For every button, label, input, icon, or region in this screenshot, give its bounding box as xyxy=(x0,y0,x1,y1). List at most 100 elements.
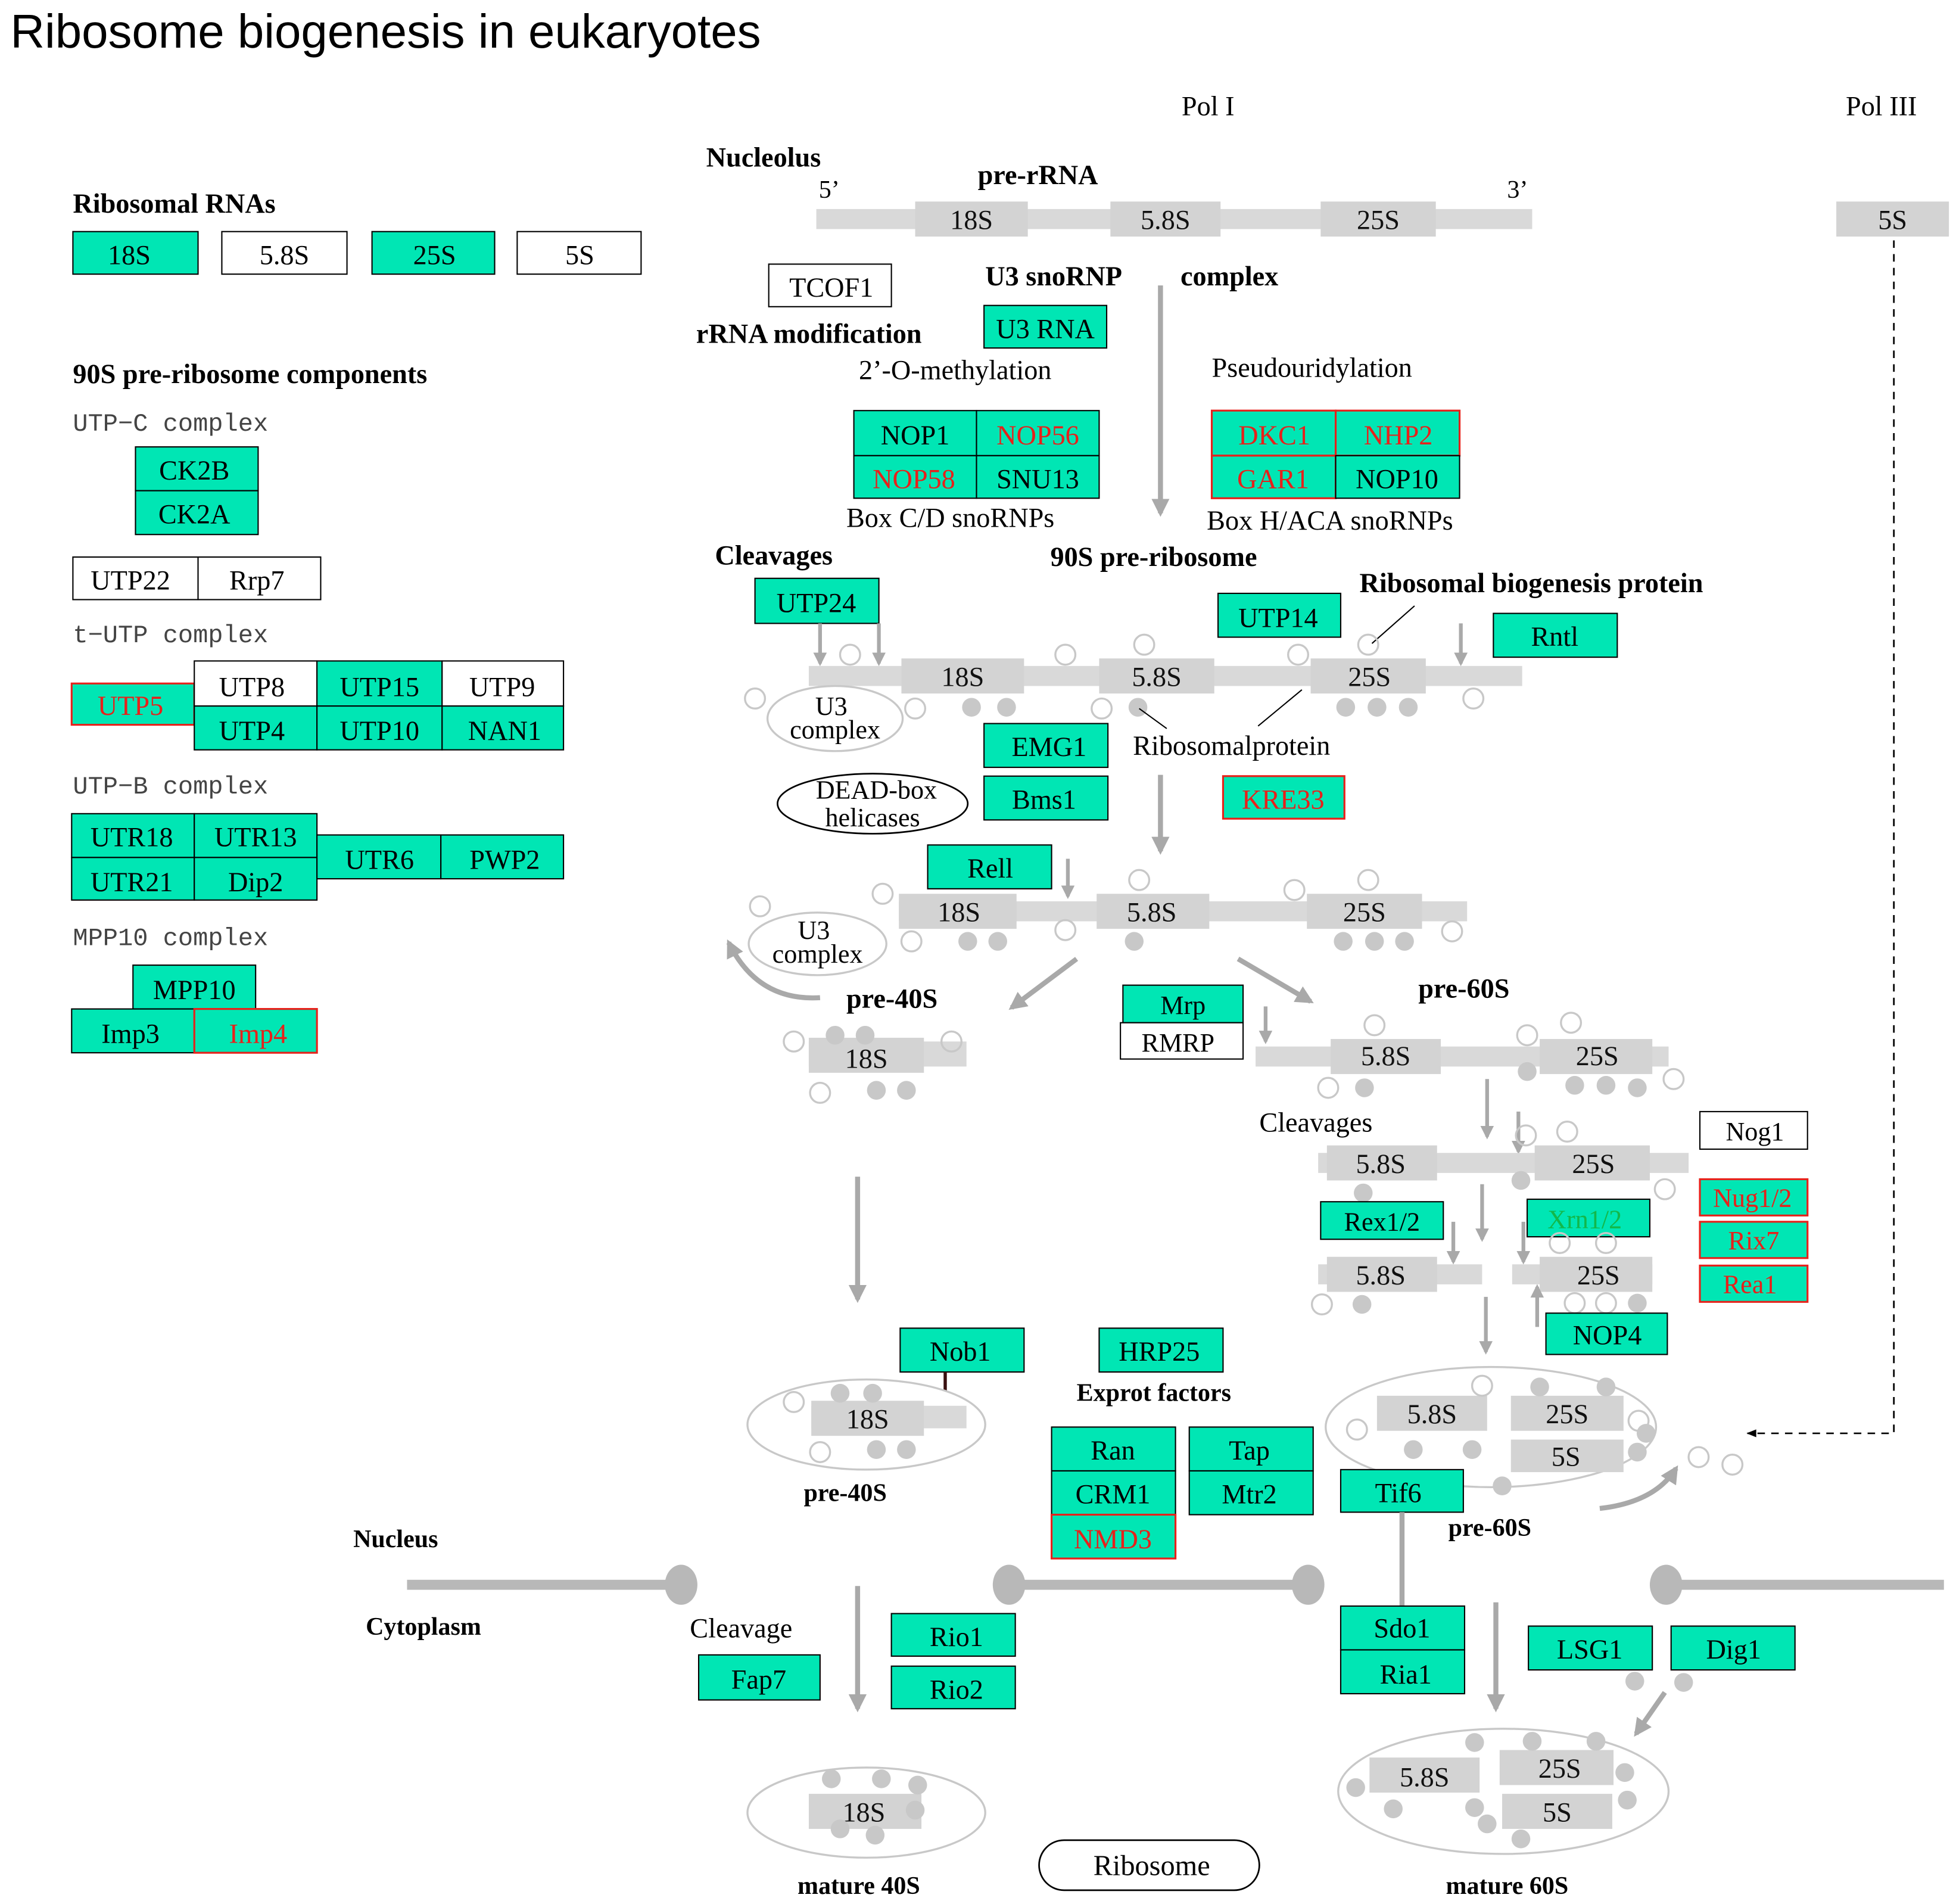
nug12-box[interactable]: Nug1/2 xyxy=(1699,1178,1809,1217)
pre-40s-dots xyxy=(826,1025,916,1100)
utp8-box[interactable]: UTP8 xyxy=(194,660,318,707)
nop56-box[interactable]: NOP56 xyxy=(976,410,1100,456)
utp15-box[interactable]: UTP15 xyxy=(316,660,443,707)
ria1-box[interactable]: Ria1 xyxy=(1340,1649,1466,1695)
pre-40s-circles xyxy=(783,1030,963,1104)
dip2-box[interactable]: Dip2 xyxy=(194,857,318,901)
nmd3-box[interactable]: NMD3 xyxy=(1050,1513,1177,1560)
utr21-box[interactable]: UTR21 xyxy=(71,857,195,901)
svg-text:NOP1: NOP1 xyxy=(881,420,950,450)
svg-text:UTP8: UTP8 xyxy=(219,671,285,702)
nob1-box[interactable]: Nob1 xyxy=(899,1327,1025,1373)
rrna-5s-box[interactable]: 5S xyxy=(516,231,642,275)
rio1-box[interactable]: Rio1 xyxy=(890,1613,1016,1657)
ck2b-box[interactable]: CK2B xyxy=(135,446,259,491)
pre-rrna-transcript: 18S 5.8S 25S xyxy=(816,201,1533,237)
dkc1-box[interactable]: DKC1 xyxy=(1210,409,1337,457)
rna-18s-label: 18S xyxy=(950,205,993,235)
nucleus-label: Nucleus xyxy=(353,1526,438,1553)
utp24-box[interactable]: UTP24 xyxy=(754,577,880,624)
2-o-methylation-label: 2’-O-methylation xyxy=(859,355,1051,385)
ck2a-box[interactable]: CK2A xyxy=(135,490,259,536)
crm1-box[interactable]: CRM1 xyxy=(1051,1470,1176,1516)
90s-pre-ribosome-rna: 18S 5.8S 25S xyxy=(808,658,1522,694)
nop58-box[interactable]: NOP58 xyxy=(853,455,977,499)
u3-snornp-label: U3 snoRNP xyxy=(985,261,1122,291)
nog1-box[interactable]: Nog1 xyxy=(1699,1110,1808,1150)
fap7-box[interactable]: Fap7 xyxy=(697,1654,821,1701)
intermediate-protein-circles xyxy=(749,869,1463,953)
u3-rna-box[interactable]: U3 RNA xyxy=(983,304,1108,349)
hrp25-box[interactable]: HRP25 xyxy=(1098,1327,1224,1373)
mrp-box[interactable]: Mrp xyxy=(1122,984,1244,1023)
pwp2-box[interactable]: PWP2 xyxy=(440,834,565,880)
svg-text:complex: complex xyxy=(790,715,880,745)
svg-text:TCOF1: TCOF1 xyxy=(789,272,873,303)
imp4-box[interactable]: Imp4 xyxy=(193,1008,318,1054)
svg-text:Rntl: Rntl xyxy=(1531,621,1578,652)
pre60s-release-arrow xyxy=(1599,1465,1678,1511)
pre-60s-dots-2 xyxy=(1354,1171,1531,1203)
svg-text:Mrp: Mrp xyxy=(1160,991,1206,1020)
nhp2-box[interactable]: NHP2 xyxy=(1334,409,1461,457)
svg-text:CK2B: CK2B xyxy=(159,455,229,486)
imp3-box[interactable]: Imp3 xyxy=(71,1008,195,1054)
gar1-box[interactable]: GAR1 xyxy=(1210,455,1337,499)
rell-box[interactable]: Rell xyxy=(927,844,1052,889)
rmrp-box[interactable]: RMRP xyxy=(1120,1022,1244,1060)
pre-60s-circles-2 xyxy=(1515,1121,1676,1200)
rex12-box[interactable]: Rex1/2 xyxy=(1320,1201,1444,1240)
snu13-box[interactable]: SNU13 xyxy=(976,455,1100,499)
xrn12-box[interactable]: Xrn1/2 xyxy=(1526,1198,1651,1238)
tif6-box[interactable]: Tif6 xyxy=(1340,1469,1464,1513)
tap-box[interactable]: Tap xyxy=(1188,1426,1314,1472)
svg-text:MPP10: MPP10 xyxy=(153,975,236,1005)
tcof1-box[interactable]: TCOF1 xyxy=(768,263,892,307)
nuclear-membrane xyxy=(407,1564,1944,1605)
utr18-box[interactable]: UTR18 xyxy=(71,813,195,858)
mpp10-box[interactable]: MPP10 xyxy=(132,965,257,1010)
ribosome-node[interactable]: Ribosome xyxy=(1038,1839,1260,1891)
sdo1-box[interactable]: Sdo1 xyxy=(1340,1605,1466,1651)
nop1-box[interactable]: NOP1 xyxy=(853,410,977,456)
emg1-box[interactable]: EMG1 xyxy=(983,723,1109,769)
utp9-box[interactable]: UTP9 xyxy=(441,660,565,707)
mtr2-box[interactable]: Mtr2 xyxy=(1188,1470,1314,1516)
nop10-box[interactable]: NOP10 xyxy=(1335,455,1460,499)
ran-box[interactable]: Ran xyxy=(1051,1426,1176,1472)
utp22-box[interactable]: UTP22 xyxy=(72,556,199,601)
svg-text:UTP4: UTP4 xyxy=(219,715,285,746)
nop4-box[interactable]: NOP4 xyxy=(1545,1312,1668,1355)
utp4-box[interactable]: UTP4 xyxy=(194,705,318,751)
rea1-box[interactable]: Rea1 xyxy=(1699,1264,1809,1303)
utp10-box[interactable]: UTP10 xyxy=(316,705,443,751)
svg-text:25S: 25S xyxy=(1572,1149,1615,1179)
pre-40s-label: pre-40S xyxy=(846,984,937,1014)
svg-text:LSG1: LSG1 xyxy=(1557,1634,1622,1665)
t-utp-complex-label: t−UTP complex xyxy=(73,621,268,650)
svg-text:Rrp7: Rrp7 xyxy=(229,565,284,596)
rrna-modification-label: rRNA modification xyxy=(696,319,922,349)
ribosomal-biogenesis-protein-label: Ribosomal biogenesis protein xyxy=(1359,568,1703,598)
utp5-box[interactable]: UTP5 xyxy=(70,682,195,726)
kre33-box[interactable]: KRE33 xyxy=(1222,775,1345,820)
utp14-box[interactable]: UTP14 xyxy=(1217,592,1342,638)
utr6-box[interactable]: UTR6 xyxy=(316,834,442,880)
bms1-box[interactable]: Bms1 xyxy=(983,775,1109,821)
rix7-box[interactable]: Rix7 xyxy=(1699,1221,1809,1259)
rrp7-box[interactable]: Rrp7 xyxy=(197,556,322,601)
rntl-box[interactable]: Rntl xyxy=(1493,612,1618,658)
utp-c-complex-label: UTP−C complex xyxy=(73,410,268,438)
dig1-arrow xyxy=(1634,1691,1667,1737)
rrna-25s-box[interactable]: 25S xyxy=(371,231,496,275)
rrna-58s-box[interactable]: 5.8S xyxy=(221,231,348,275)
utr13-box[interactable]: UTR13 xyxy=(194,813,318,858)
nan1-box[interactable]: NAN1 xyxy=(441,705,565,751)
svg-text:5.8S: 5.8S xyxy=(1132,661,1181,692)
lsg1-box[interactable]: LSG1 xyxy=(1528,1625,1653,1671)
rrna-18s-box[interactable]: 18S xyxy=(72,231,199,275)
svg-text:NOP56: NOP56 xyxy=(996,420,1079,450)
rio2-box[interactable]: Rio2 xyxy=(890,1665,1016,1710)
dig1-box[interactable]: Dig1 xyxy=(1670,1625,1796,1671)
svg-text:Rio1: Rio1 xyxy=(930,1622,983,1652)
